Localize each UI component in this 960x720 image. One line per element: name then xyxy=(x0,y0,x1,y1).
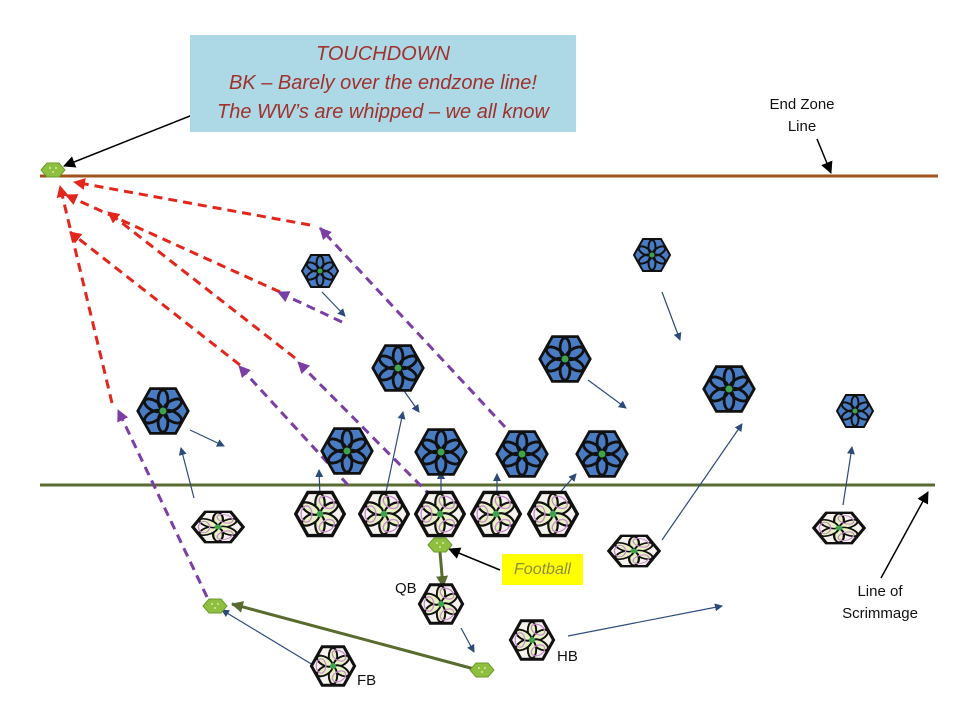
move-arrow xyxy=(189,429,225,447)
defense-player-icon xyxy=(836,394,874,428)
ball-fb xyxy=(202,598,228,614)
red-routes xyxy=(56,178,311,404)
ball-qb-release xyxy=(469,662,495,678)
move-arrow xyxy=(587,379,627,409)
fb-label: FB xyxy=(357,672,377,689)
scrimmage-label-line-2: Scrimmage xyxy=(842,605,918,622)
football-pointer xyxy=(448,547,501,571)
hb-player-icon xyxy=(508,619,556,661)
snap-path xyxy=(436,551,449,588)
purple-route-4 xyxy=(237,364,350,487)
callout-line-3: The WW’s are whipped – we all know xyxy=(217,101,549,123)
red-route-1 xyxy=(73,178,311,227)
line-of-scrimmage-label: Line of Scrimmage xyxy=(830,581,930,625)
red-route-5 xyxy=(56,185,114,404)
defense-player-icon xyxy=(538,335,592,383)
defense-player-icon xyxy=(301,254,339,288)
red-route-3 xyxy=(107,210,296,360)
defense-player-icon xyxy=(633,238,671,272)
defense-player-icon xyxy=(320,427,374,475)
ball-snap xyxy=(427,537,453,553)
offense-player-icon xyxy=(414,490,466,538)
offense-player-icon xyxy=(294,490,346,538)
scrimmage-pointer xyxy=(880,491,929,579)
pass-path xyxy=(231,601,479,672)
purple-route-3 xyxy=(296,360,434,499)
offense-player-icon xyxy=(358,490,410,538)
offense-player-icon xyxy=(607,534,661,568)
movement-arrows xyxy=(178,291,855,669)
callout-line-1: TOUCHDOWN xyxy=(315,43,451,65)
scrimmage-label-line-1: Line of xyxy=(857,583,903,600)
move-arrow xyxy=(460,627,475,653)
move-arrow xyxy=(384,411,406,498)
red-route-4 xyxy=(69,230,241,367)
callout-pointer xyxy=(63,111,201,168)
move-arrow xyxy=(178,447,195,499)
move-arrow xyxy=(661,423,743,541)
purple-route-1 xyxy=(318,226,507,429)
touchdown-callout: TOUCHDOWN BK – Barely over the endzone l… xyxy=(190,35,576,132)
defense-player-icon xyxy=(495,430,549,478)
ball-touchdown xyxy=(40,162,66,178)
purple-routes xyxy=(116,226,507,598)
defense-player-icon xyxy=(575,430,629,478)
end-zone-label: End Zone Line xyxy=(758,94,846,138)
defense xyxy=(136,238,874,478)
move-arrow xyxy=(661,291,682,341)
defense-player-icon xyxy=(414,428,468,476)
move-arrow xyxy=(401,387,420,413)
hb-label: HB xyxy=(557,648,578,665)
offense-player-icon xyxy=(470,490,522,538)
end-zone-label-line-1: End Zone xyxy=(769,96,835,113)
fb-player-icon xyxy=(309,645,357,687)
move-arrow xyxy=(321,291,346,317)
move-arrow xyxy=(567,603,723,637)
qb-label: QB xyxy=(395,580,417,597)
purple-route-2 xyxy=(277,290,343,324)
qb-player-icon xyxy=(417,583,465,625)
offense-player-icon xyxy=(812,511,866,545)
red-route-2 xyxy=(65,193,281,294)
offense xyxy=(191,490,866,687)
purple-route-5 xyxy=(116,409,209,598)
defense-player-icon xyxy=(136,387,190,435)
move-arrow xyxy=(842,446,855,506)
football-label: Football xyxy=(502,554,583,585)
move-arrow xyxy=(221,609,319,669)
end-zone-label-line-2: Line xyxy=(787,118,817,135)
defense-player-icon xyxy=(371,344,425,392)
defense-player-icon xyxy=(702,365,756,413)
offense-player-icon xyxy=(527,490,579,538)
callout-line-2: BK – Barely over the endzone line! xyxy=(229,72,537,94)
end-zone-pointer xyxy=(816,138,833,174)
offense-player-icon xyxy=(191,510,245,544)
